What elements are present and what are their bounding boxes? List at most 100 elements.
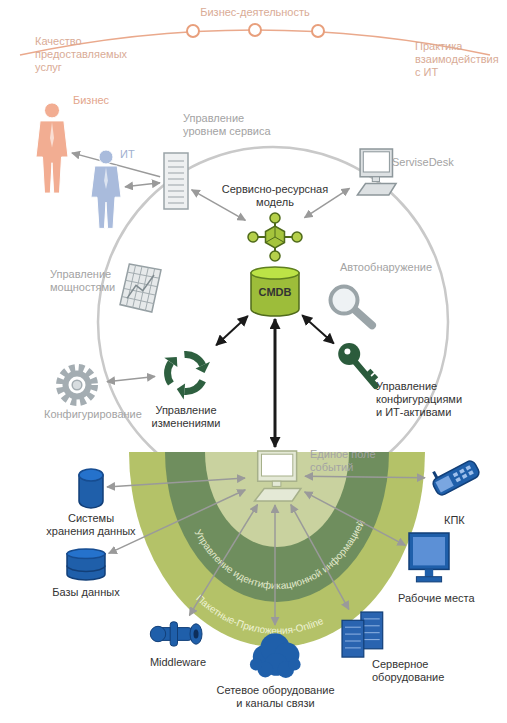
icon-part [72, 380, 82, 390]
icon-part [345, 647, 361, 648]
icon-part [255, 489, 301, 502]
icon-part [338, 343, 360, 365]
icon-part [168, 196, 184, 197]
icon-part [104, 167, 108, 189]
gear-icon: Конфигурирование [50, 360, 104, 410]
document-icon: Управление уровнем сервиса [163, 152, 189, 210]
icon-part [364, 632, 380, 633]
icon-part [126, 280, 158, 286]
connector-arrow [302, 315, 334, 343]
capacity-chart-icon-art [118, 262, 163, 314]
connector-arrow [125, 183, 160, 187]
icon-part [168, 172, 184, 173]
icon-part [168, 190, 184, 191]
node-label: Базы данных [46, 586, 126, 599]
it-figure: ИТ [90, 148, 122, 230]
icon-part [99, 150, 113, 164]
icon-part [266, 226, 285, 248]
connector-arrow [216, 316, 248, 345]
icon-part [124, 288, 156, 295]
pda-icon-art [428, 460, 484, 496]
node-label: Системы хранения данных [45, 512, 137, 538]
band-label: Пакетные-Приложения-Online [194, 592, 325, 636]
icon-part [435, 476, 453, 493]
gear-icon-art [50, 360, 104, 410]
icon-part [250, 658, 262, 670]
icon-part [262, 454, 293, 476]
icon-part [345, 641, 361, 642]
event-computer-icon-art [248, 450, 302, 502]
icon-part [36, 121, 68, 193]
icon-part [168, 160, 184, 161]
magnifier-icon-art [325, 283, 375, 328]
icon-part [413, 537, 445, 565]
key-icon: Управление конфигурациями и ИТ-активами [336, 340, 380, 390]
node-label: Управление изменениями [146, 404, 226, 430]
arc-dot [312, 25, 324, 37]
node-label: ИТ [120, 148, 160, 161]
server-icon: Серверное оборудование [342, 612, 384, 658]
note-label: Практика взаимодействия с ИТ [415, 40, 500, 79]
connector-arrow [189, 505, 257, 616]
icon-part [345, 634, 361, 635]
icon-part [462, 474, 468, 479]
icon-part [364, 625, 380, 626]
icon-part [345, 627, 361, 628]
icon-part [371, 376, 376, 381]
icon-part [431, 459, 481, 497]
network-cloud: Сетевое оборудование и каналы связи [248, 628, 302, 680]
icon-part [367, 371, 372, 376]
node-label: Управление конфигурациями и ИТ-активами [376, 380, 461, 419]
database-disc: Базы данных [66, 548, 106, 580]
arc-dot [187, 25, 199, 37]
business-figure: Бизнес [35, 100, 69, 195]
icon-part [342, 620, 364, 657]
icon-part [288, 658, 300, 670]
icon-part [170, 622, 177, 646]
icon-part [168, 166, 184, 167]
connector-arrow [274, 505, 276, 625]
node-label: Автообнаружение [340, 261, 440, 274]
workstation-monitor: Рабочие места [408, 532, 450, 584]
icon-part [266, 226, 285, 243]
icon-part [372, 177, 379, 182]
icon-part [164, 357, 177, 367]
icon-part [360, 149, 392, 177]
icon-part [270, 251, 280, 261]
icon-part [468, 470, 474, 475]
icon-part [344, 349, 350, 355]
connector-arrow [291, 505, 349, 610]
connector-arrow [107, 478, 245, 487]
connector-arrow [305, 492, 406, 546]
magnifier-icon: Автообнаружение [325, 283, 375, 328]
band-text: Пакетные-Приложения-Online [194, 592, 325, 636]
node-label: Серверное оборудование [372, 658, 457, 684]
model-icon: Сервисно-ресурсная модель [248, 213, 302, 261]
node-label: Конфигурирование [44, 408, 144, 421]
icon-part [465, 465, 471, 470]
node-label: Управление мощностями [50, 268, 116, 294]
computer-icon-art [352, 148, 397, 196]
key-icon-art [336, 340, 380, 390]
icon-part [364, 618, 380, 619]
icon-part [184, 381, 202, 392]
note-label: Качество предоставляемых услуг [35, 35, 125, 74]
middle-band [165, 452, 389, 602]
icon-part [122, 297, 154, 304]
icon-part [45, 103, 60, 118]
database-disc-art [66, 548, 106, 580]
icon-part [270, 213, 280, 223]
arc-dot [249, 24, 261, 36]
cycle-arrows-icon-art [158, 344, 214, 402]
icon-part [196, 362, 211, 373]
connector-arrow [109, 490, 246, 554]
icon-part [61, 369, 93, 401]
model-icon-art [248, 213, 302, 261]
node-label: Бизнес [73, 94, 133, 107]
middleware-pipe: Middleware [152, 618, 204, 650]
icon-part [459, 469, 465, 474]
storage-cylinder-art [78, 468, 104, 508]
icon-part [168, 362, 171, 383]
node-label: ServiseDesk [392, 156, 472, 169]
